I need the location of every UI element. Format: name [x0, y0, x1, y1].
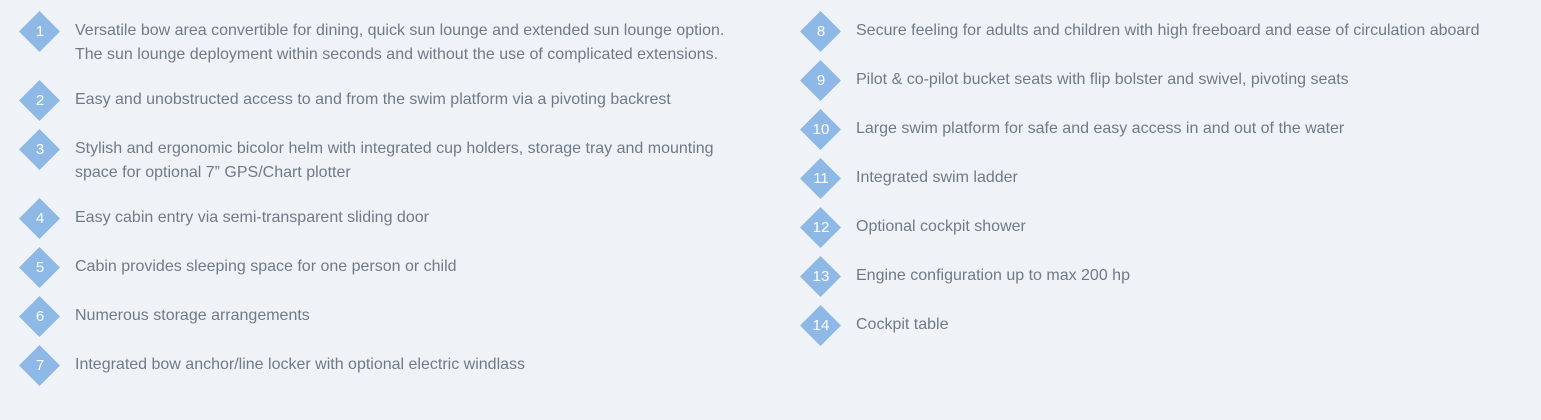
number-badge: 10: [799, 108, 842, 151]
feature-text: Cabin provides sleeping space for one pe…: [75, 258, 457, 275]
number-badge: 2: [18, 79, 61, 122]
feature-item: 2 Easy and unobstructed access to and fr…: [18, 79, 740, 122]
feature-item: 13 Engine configuration up to max 200 hp: [799, 255, 1531, 298]
number-badge: 9: [799, 59, 842, 102]
features-column-left: 1 Versatile bow area convertible for din…: [18, 10, 740, 401]
number-badge: 12: [799, 206, 842, 249]
feature-number: 5: [35, 259, 45, 276]
feature-item: 11 Integrated swim ladder: [799, 157, 1531, 200]
feature-number: 14: [812, 317, 830, 334]
feature-number: 4: [35, 210, 45, 227]
feature-item: 14 Cockpit table: [799, 304, 1531, 347]
feature-number: 2: [35, 92, 45, 109]
feature-item: 6 Numerous storage arrangements: [18, 295, 740, 338]
number-badge: 5: [18, 246, 61, 289]
feature-number: 3: [35, 141, 45, 158]
feature-number: 12: [812, 219, 830, 236]
feature-item: 10 Large swim platform for safe and easy…: [799, 108, 1531, 151]
feature-text: Pilot & co-pilot bucket seats with flip …: [856, 71, 1349, 88]
feature-text: Versatile bow area convertible for dinin…: [75, 22, 725, 63]
number-badge: 11: [799, 157, 842, 200]
feature-item: 4 Easy cabin entry via semi-transparent …: [18, 197, 740, 240]
feature-text: Numerous storage arrangements: [75, 307, 310, 324]
feature-item: 7 Integrated bow anchor/line locker with…: [18, 344, 740, 387]
feature-number: 11: [813, 170, 829, 187]
feature-text: Large swim platform for safe and easy ac…: [856, 120, 1345, 137]
feature-item: 1 Versatile bow area convertible for din…: [18, 10, 740, 67]
feature-item: 8 Secure feeling for adults and children…: [799, 10, 1531, 53]
feature-item: 9 Pilot & co-pilot bucket seats with fli…: [799, 59, 1531, 102]
number-badge: 4: [18, 197, 61, 240]
feature-number: 7: [35, 357, 45, 374]
feature-text: Secure feeling for adults and children w…: [856, 22, 1480, 39]
feature-text: Cockpit table: [856, 316, 949, 333]
number-badge: 6: [18, 295, 61, 338]
feature-text: Optional cockpit shower: [856, 218, 1026, 235]
feature-text: Integrated swim ladder: [856, 169, 1018, 186]
feature-item: 3 Stylish and ergonomic bicolor helm wit…: [18, 128, 740, 185]
feature-number: 6: [35, 308, 45, 325]
feature-text: Easy and unobstructed access to and from…: [75, 91, 671, 108]
feature-number: 13: [812, 268, 830, 285]
number-badge: 7: [18, 344, 61, 387]
feature-text: Stylish and ergonomic bicolor helm with …: [75, 140, 714, 181]
feature-text: Integrated bow anchor/line locker with o…: [75, 356, 526, 373]
number-badge: 1: [18, 10, 61, 53]
feature-text: Easy cabin entry via semi-transparent sl…: [75, 209, 429, 226]
feature-number: 8: [816, 23, 826, 40]
number-badge: 13: [799, 255, 842, 298]
feature-item: 5 Cabin provides sleeping space for one …: [18, 246, 740, 289]
feature-number: 1: [35, 23, 45, 40]
number-badge: 14: [799, 304, 842, 347]
feature-number: 10: [812, 121, 830, 138]
number-badge: 8: [799, 10, 842, 53]
feature-number: 9: [816, 72, 826, 89]
number-badge: 3: [18, 128, 61, 171]
feature-item: 12 Optional cockpit shower: [799, 206, 1531, 249]
features-column-right: 8 Secure feeling for adults and children…: [799, 10, 1531, 361]
feature-text: Engine configuration up to max 200 hp: [856, 267, 1130, 284]
